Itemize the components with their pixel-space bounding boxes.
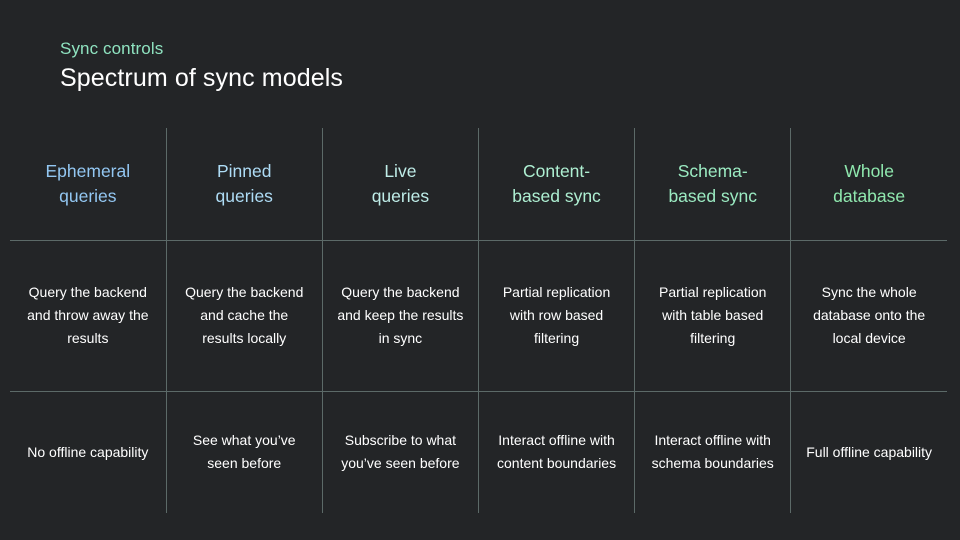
column-header-live-queries: Live queries bbox=[322, 128, 479, 241]
offline-cell-content-based-sync: Interact offline with content boundaries bbox=[478, 391, 636, 513]
column-header-line-2: database bbox=[833, 185, 906, 206]
table-row-offline-capability: No offline capability See what you’ve se… bbox=[10, 391, 947, 513]
column-header-line-1: Content- bbox=[522, 160, 591, 181]
description-cell-ephemeral-queries: Query the backend and throw away the res… bbox=[10, 240, 167, 392]
table-row-description: Query the backend and throw away the res… bbox=[10, 240, 947, 392]
column-header-line-1: Schema- bbox=[677, 160, 748, 181]
column-header-line-2: queries bbox=[371, 185, 430, 206]
offline-cell-ephemeral-queries: No offline capability bbox=[10, 391, 167, 513]
column-header-pinned-queries: Pinned queries bbox=[166, 128, 323, 241]
sync-models-matrix: Ephemeral queries Pinned queries Live qu… bbox=[10, 128, 947, 513]
column-header-line-1: Ephemeral bbox=[45, 160, 131, 181]
description-cell-live-queries: Query the backend and keep the results i… bbox=[322, 240, 479, 392]
column-header-whole-database: Whole database bbox=[790, 128, 947, 241]
comparison-table: Ephemeral queries Pinned queries Live qu… bbox=[10, 128, 947, 513]
column-header-line-1: Pinned bbox=[216, 160, 272, 181]
table-row-headers: Ephemeral queries Pinned queries Live qu… bbox=[10, 128, 947, 241]
offline-cell-schema-based-sync: Interact offline with schema boundaries bbox=[634, 391, 792, 513]
slide-eyebrow: Sync controls bbox=[60, 39, 164, 58]
column-header-line-1: Live bbox=[384, 160, 417, 181]
offline-cell-pinned-queries: See what you’ve seen before bbox=[166, 391, 323, 513]
page-title: Spectrum of sync models bbox=[60, 64, 343, 92]
column-header-content-based-sync: Content- based sync bbox=[478, 128, 636, 241]
description-cell-content-based-sync: Partial replication with row based filte… bbox=[478, 240, 636, 392]
description-cell-pinned-queries: Query the backend and cache the results … bbox=[166, 240, 323, 392]
column-header-line-1: Whole bbox=[844, 160, 894, 181]
offline-cell-live-queries: Subscribe to what you’ve seen before bbox=[322, 391, 479, 513]
title-block: Sync controls Spectrum of sync models bbox=[60, 38, 343, 95]
column-header-ephemeral-queries: Ephemeral queries bbox=[10, 128, 167, 241]
column-header-line-2: queries bbox=[59, 185, 117, 206]
column-header-line-2: queries bbox=[215, 185, 273, 206]
column-header-line-2: based sync bbox=[668, 185, 757, 206]
offline-cell-whole-database: Full offline capability bbox=[806, 443, 933, 460]
description-cell-whole-database: Sync the whole database onto the local d… bbox=[790, 240, 947, 392]
description-cell-schema-based-sync: Partial replication with table based fil… bbox=[634, 240, 792, 392]
column-header-line-2: based sync bbox=[512, 185, 601, 206]
column-header-schema-based-sync: Schema- based sync bbox=[634, 128, 792, 241]
